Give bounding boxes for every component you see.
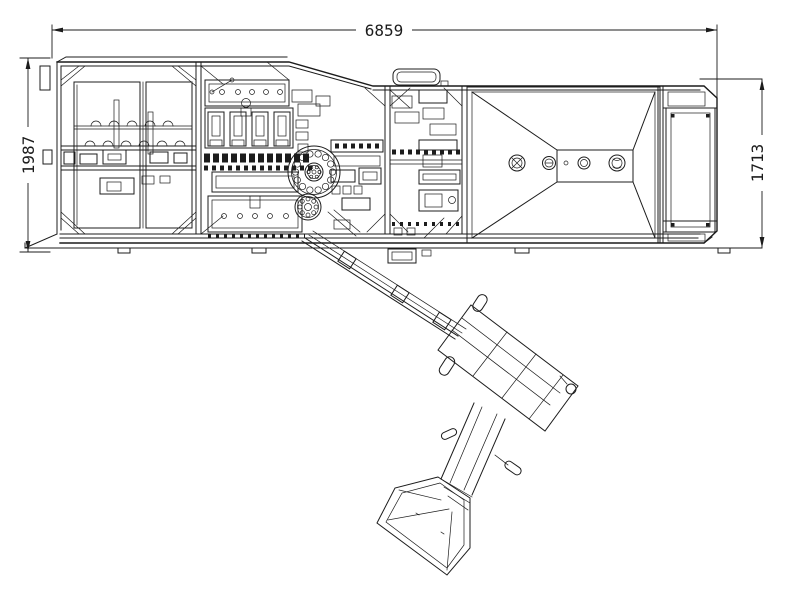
hopper-knobs — [508, 154, 626, 172]
left-edge-box — [39, 65, 51, 91]
small-block — [159, 175, 171, 184]
machine-foot — [117, 247, 131, 254]
corner-screw — [671, 223, 675, 227]
rail-component — [63, 151, 76, 165]
left-cabinet-module — [61, 81, 197, 229]
right-end-panel — [662, 85, 718, 244]
filler-cylinders — [207, 111, 291, 147]
right-height-label: 1713 — [748, 144, 767, 183]
left-height-dimension: 1987 — [19, 57, 51, 253]
left-edge-tab — [42, 149, 53, 165]
rail-component — [149, 151, 169, 164]
dimension-text-mask — [356, 21, 412, 39]
rail-component — [173, 152, 188, 164]
machine-foot — [514, 247, 530, 254]
machine-foot — [717, 247, 731, 254]
handle-pin-left — [440, 428, 458, 440]
bottom-plate-inner — [211, 199, 299, 229]
turret-pockets — [291, 150, 337, 194]
top-rail-block — [440, 80, 449, 87]
dimension-text-mask — [749, 135, 767, 191]
right-door-panel — [145, 81, 193, 229]
tension-hook — [565, 383, 577, 395]
top-plate-inner — [208, 83, 286, 103]
motor-block — [418, 189, 459, 212]
transfer-starwheel — [294, 193, 322, 221]
lifting-handle-inner — [396, 71, 437, 83]
corner-screw — [706, 223, 710, 227]
intake-scoop — [376, 476, 473, 576]
under-bracket — [387, 248, 417, 264]
top-plate — [204, 79, 290, 107]
overall-length-label: 6859 — [365, 21, 404, 40]
rail-clamps — [337, 250, 452, 331]
discharge-components — [327, 139, 384, 237]
filling-station-module — [204, 77, 331, 238]
lifting-handle — [392, 68, 441, 86]
left-height-label: 1987 — [19, 136, 38, 175]
small-block — [141, 175, 155, 185]
rail-component — [102, 149, 127, 165]
machine-foot — [251, 247, 267, 254]
rail-component — [79, 153, 98, 165]
guide-rod — [147, 111, 154, 155]
drive-block-inner — [106, 181, 122, 192]
dimension-text-mask — [19, 127, 37, 183]
rotary-turret — [287, 145, 341, 199]
cylinder-block — [204, 107, 294, 149]
incline-conveyor — [301, 230, 579, 496]
drive-block — [99, 177, 135, 195]
mid-plate — [211, 171, 299, 193]
rail-component-inner — [107, 153, 122, 161]
side-foot — [438, 356, 456, 376]
belt-frame — [437, 304, 579, 432]
mid-plate-inner — [215, 175, 295, 189]
hopper-top-view — [466, 86, 661, 244]
corner-screw — [706, 114, 710, 118]
overall-length-dimension: 6859 — [51, 21, 718, 99]
handle-pin-right — [504, 460, 522, 476]
left-door-panel — [73, 81, 141, 229]
guide-rod — [113, 99, 120, 149]
side-tab — [472, 294, 488, 312]
drive-bay-module — [389, 89, 463, 239]
corner-screw — [671, 114, 675, 118]
